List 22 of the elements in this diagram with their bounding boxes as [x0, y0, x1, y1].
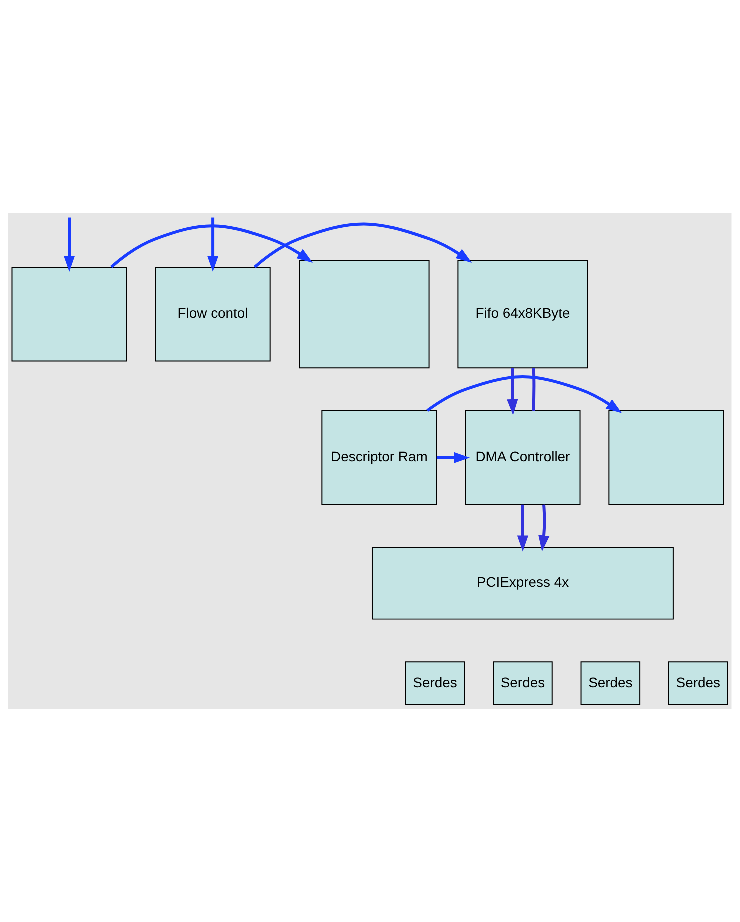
arrow	[64, 218, 76, 272]
arrow	[517, 504, 529, 552]
node-box	[12, 267, 128, 362]
node-box: PCIExpress 4x	[372, 547, 674, 620]
arrow	[436, 452, 470, 464]
node-box: Serdes	[668, 662, 728, 706]
arrow	[254, 222, 472, 268]
arrow	[538, 504, 550, 552]
arrow	[207, 218, 219, 272]
arrow	[507, 368, 518, 416]
node-box: Serdes	[405, 662, 466, 706]
arrow	[110, 224, 313, 268]
node-box	[299, 260, 430, 369]
node-box: Serdes	[580, 662, 641, 706]
connector	[532, 368, 536, 411]
node-box	[608, 410, 724, 506]
node-box: Descriptor Ram	[322, 410, 438, 506]
node-box: Fifo 64x8KByte	[458, 260, 588, 369]
node-box: Flow contol	[155, 267, 271, 362]
node-box: DMA Controller	[465, 410, 581, 506]
arrow	[426, 376, 622, 414]
node-box: Serdes	[493, 662, 553, 706]
